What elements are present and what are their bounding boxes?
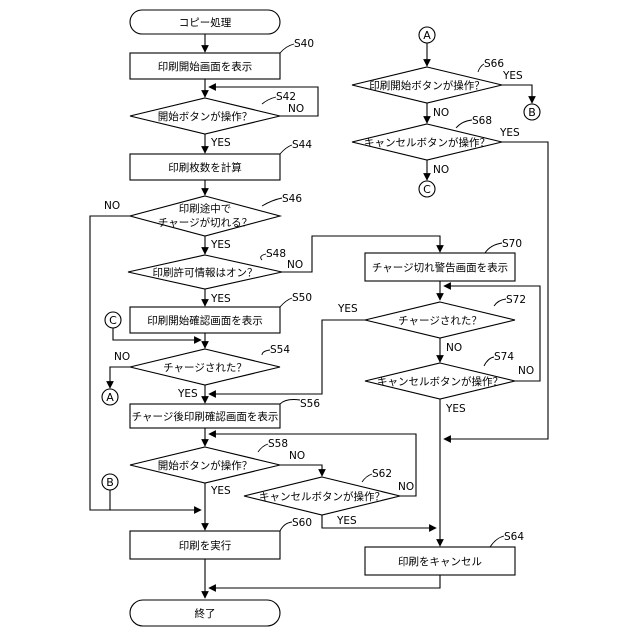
s48-label: 印刷許可情報はオン？: [153, 266, 258, 279]
step-s64: S64: [504, 531, 524, 543]
process-s44: 印刷枚数を計算: [130, 154, 280, 180]
step-s54: S54: [270, 344, 290, 356]
connector-b-in: B: [102, 474, 118, 490]
step-s60: S60: [292, 517, 312, 529]
end-label: 終了: [195, 607, 216, 620]
connector-c-out-label: C: [423, 183, 431, 196]
decision-s74: キャンセルボタンが操作？: [365, 363, 515, 399]
decision-s68: キャンセルボタンが操作？: [352, 124, 502, 160]
end-terminal: 終了: [130, 600, 280, 626]
s50-label: 印刷開始確認画面を表示: [147, 314, 263, 327]
s44-label: 印刷枚数を計算: [168, 161, 242, 174]
process-s64: 印刷をキャンセル: [365, 547, 515, 575]
yes-label-s68: YES: [499, 127, 520, 139]
step-s44: S44: [292, 139, 312, 151]
step-s72: S72: [506, 294, 526, 306]
connector-a-out-label: A: [106, 391, 114, 404]
step-s50: S50: [292, 292, 312, 304]
step-s56: S56: [300, 398, 320, 410]
no-label-s68: NO: [433, 164, 449, 176]
process-s60: 印刷を実行: [130, 531, 280, 559]
s40-label: 印刷開始画面を表示: [158, 60, 253, 73]
step-s58: S58: [268, 438, 288, 450]
connector-b-in-label: B: [106, 476, 114, 489]
yes-label-s74: YES: [445, 403, 466, 415]
s64-label: 印刷をキャンセル: [398, 555, 482, 568]
connector-a-out: A: [102, 389, 118, 405]
s60-label: 印刷を実行: [179, 539, 232, 552]
s68-label: キャンセルボタンが操作？: [364, 136, 490, 149]
decision-s62: キャンセルボタンが操作？: [244, 477, 400, 515]
step-s70: S70: [502, 238, 522, 250]
step-s40: S40: [294, 38, 314, 50]
s66-label: 印刷開始ボタンが操作？: [369, 79, 485, 92]
s42-label: 開始ボタンが操作？: [158, 110, 253, 123]
yes-label-s54: YES: [177, 388, 198, 400]
s70-label: チャージ切れ警告画面を表示: [372, 261, 508, 274]
decision-s66: 印刷開始ボタンが操作？: [352, 67, 502, 103]
no-label-s74: NO: [518, 365, 534, 377]
start-label: コピー処理: [179, 16, 232, 29]
decision-s46: 印刷途中で チャージが切れる？: [130, 196, 280, 236]
no-label-s58: NO: [289, 450, 305, 462]
process-s50: 印刷開始確認画面を表示: [130, 307, 280, 333]
start-terminal: コピー処理: [130, 10, 280, 34]
connector-c-out: C: [419, 181, 435, 197]
step-s74: S74: [494, 351, 514, 363]
connector-c-in-label: C: [109, 314, 117, 327]
s72-label: チャージされた？: [398, 315, 482, 327]
step-s46: S46: [282, 193, 302, 205]
decision-s72: チャージされた？: [365, 302, 515, 338]
s46-label-line2: チャージが切れる？: [158, 216, 252, 229]
no-label-s66: NO: [433, 107, 449, 119]
s54-label: チャージされた？: [163, 362, 247, 374]
step-s42: S42: [276, 91, 296, 103]
decision-s48: 印刷許可情報はオン？: [128, 255, 282, 289]
connector-a-in-label: A: [423, 29, 431, 42]
no-label-s42: NO: [288, 103, 304, 115]
s56-label: チャージ後印刷確認画面を表示: [132, 410, 279, 423]
yes-label-s42: YES: [210, 137, 231, 149]
yes-label-s46: YES: [210, 239, 231, 251]
s62-label: キャンセルボタンが操作？: [259, 490, 385, 503]
connector-b-out: B: [524, 104, 540, 120]
step-s62: S62: [372, 468, 392, 480]
step-s68: S68: [472, 115, 492, 127]
yes-label-s72: YES: [337, 303, 358, 315]
yes-label-s66: YES: [502, 70, 523, 82]
s74-label: キャンセルボタンが操作？: [377, 375, 503, 388]
yes-label-s58: YES: [210, 485, 231, 497]
process-s70: チャージ切れ警告画面を表示: [365, 253, 515, 281]
no-label-s48: NO: [287, 259, 303, 271]
yes-label-s62: YES: [336, 515, 357, 527]
step-s48: S48: [266, 248, 286, 260]
step-s66: S66: [484, 58, 504, 70]
s46-label-line1: 印刷途中で: [179, 202, 232, 215]
process-s40: 印刷開始画面を表示: [130, 53, 280, 79]
decision-s58: 開始ボタンが操作？: [130, 447, 280, 483]
no-label-s46: NO: [104, 200, 120, 212]
s58-label: 開始ボタンが操作？: [158, 459, 253, 472]
no-label-s72: NO: [446, 342, 462, 354]
no-label-s54: NO: [114, 351, 130, 363]
no-label-s62: NO: [398, 481, 414, 493]
connector-b-out-label: B: [528, 106, 536, 119]
decision-s54: チャージされた？: [130, 349, 280, 385]
yes-label-s48: YES: [210, 293, 231, 305]
connector-c-in: C: [105, 312, 121, 328]
process-s56: チャージ後印刷確認画面を表示: [130, 404, 280, 428]
connector-a-in: A: [419, 27, 435, 43]
decision-s42: 開始ボタンが操作？: [130, 98, 280, 134]
